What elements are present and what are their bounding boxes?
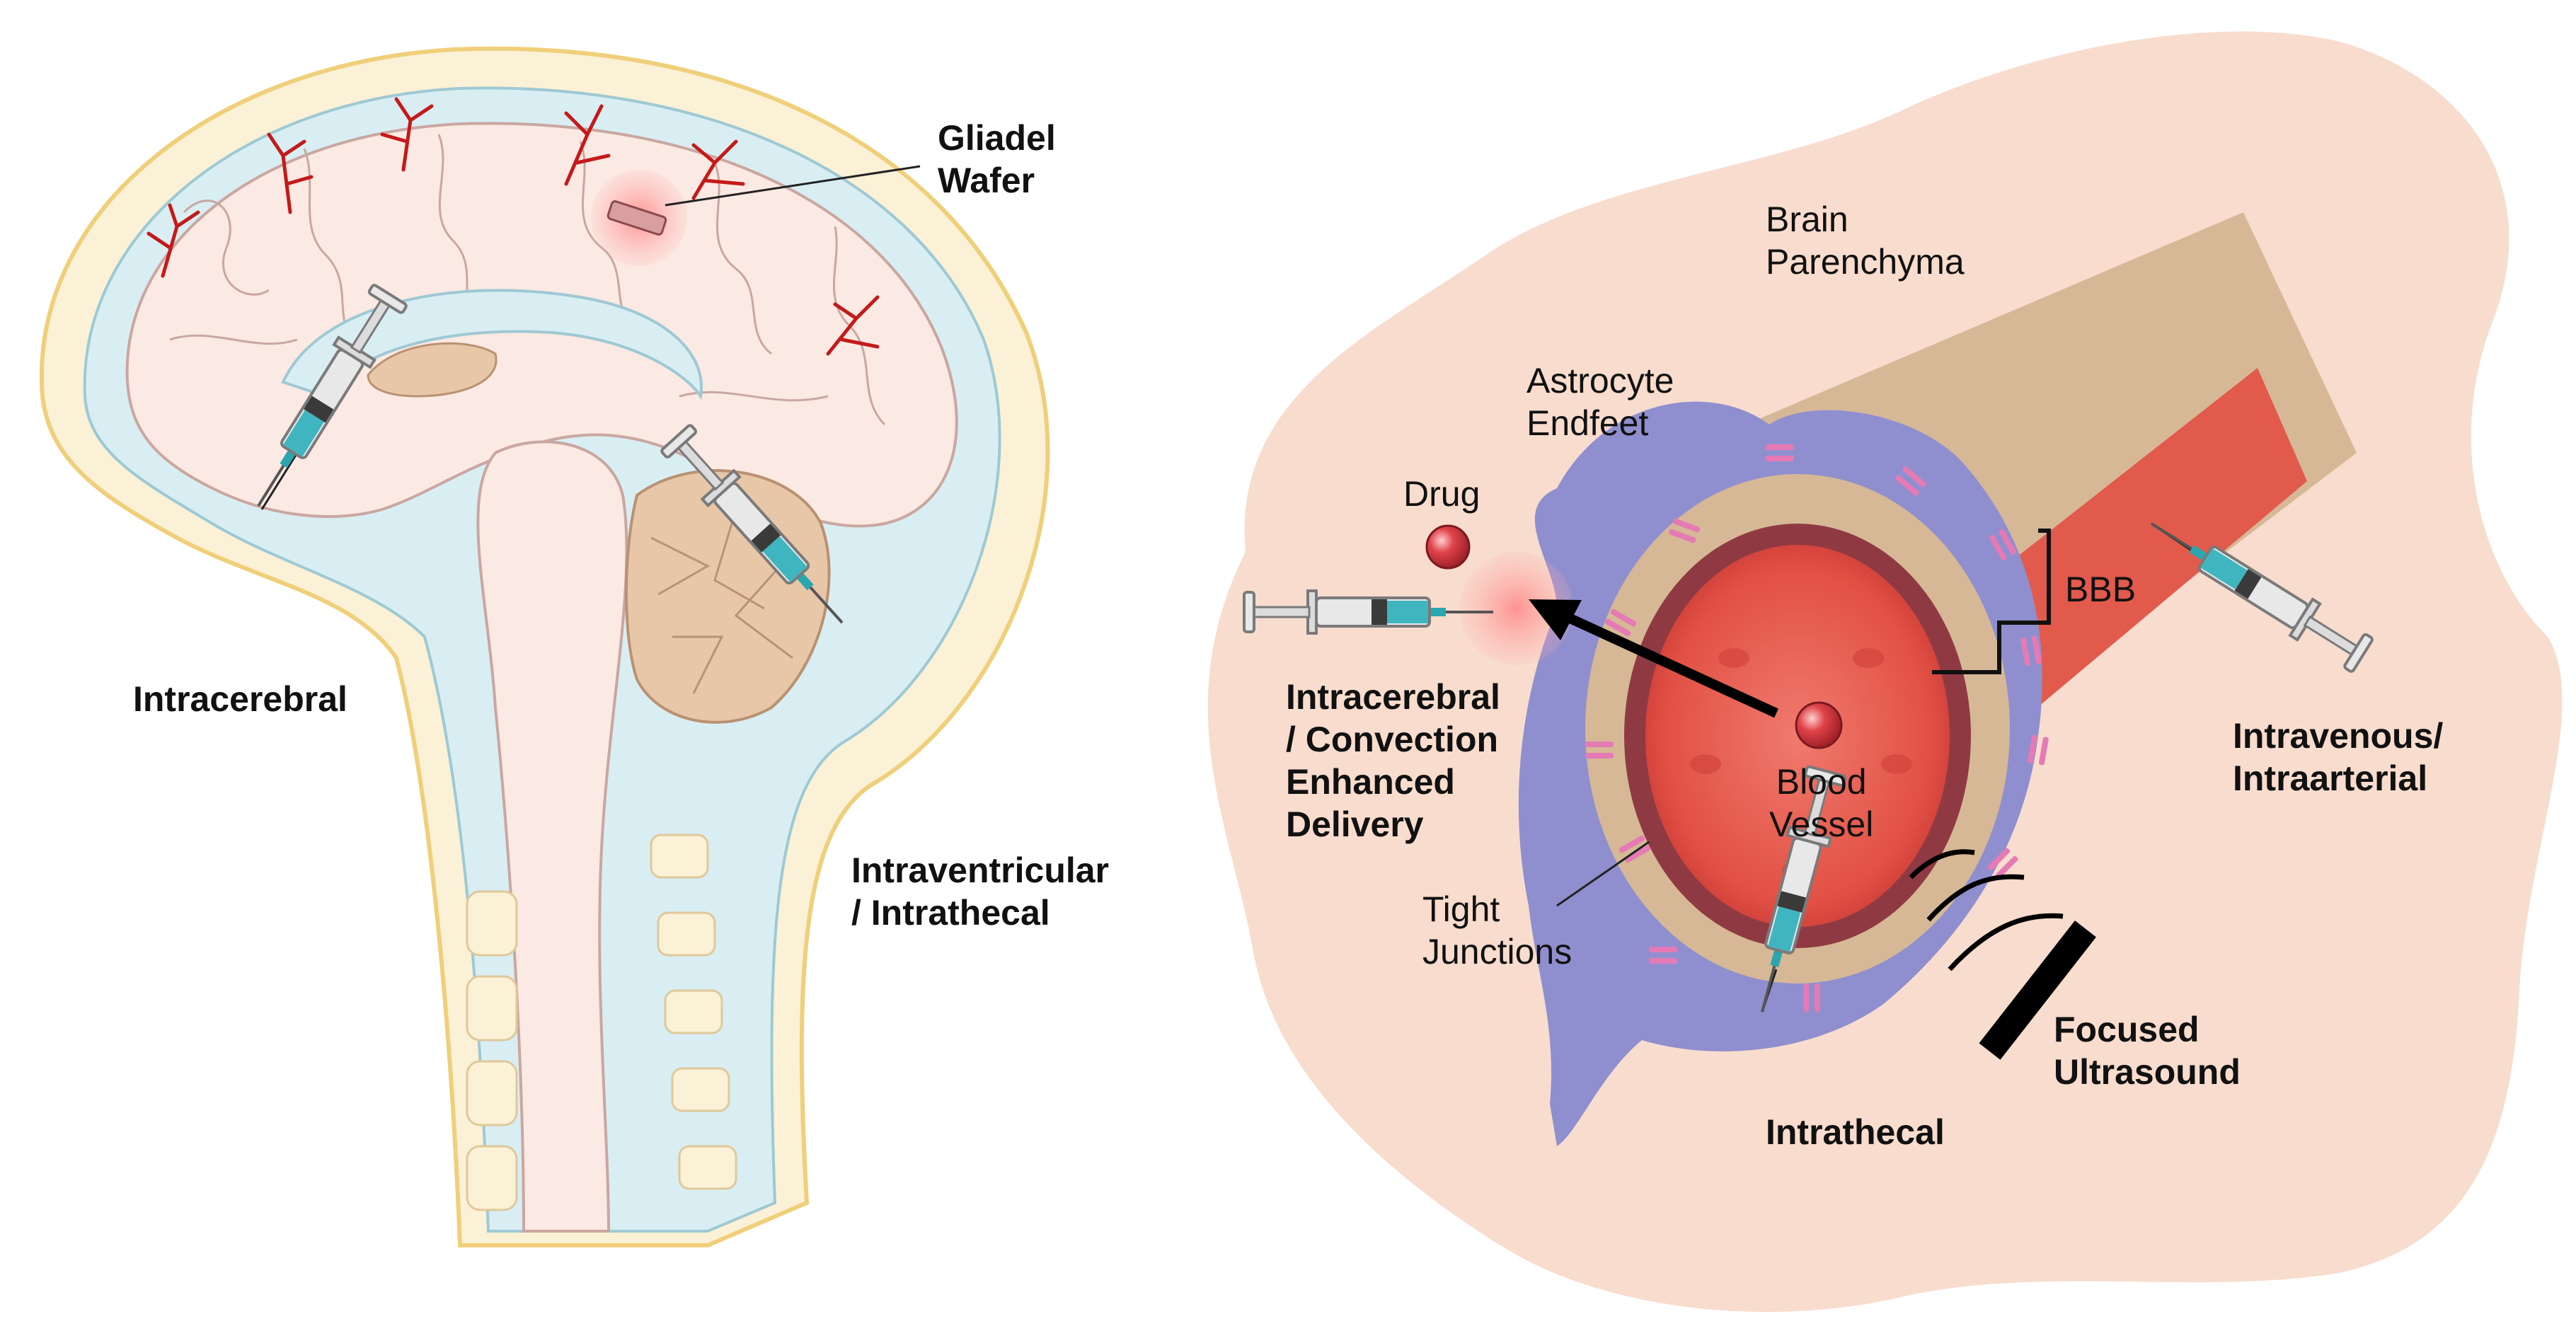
- drug-particle-icon: [1795, 701, 1843, 749]
- thalamus: [367, 342, 498, 398]
- label-bbb: BBB: [2065, 570, 2137, 609]
- label-brain-parenchyma: Brain Parenchyma: [1766, 200, 1965, 282]
- label-intracerebral: Intracerebral: [133, 679, 347, 719]
- label-blood-vessel: Blood Vessel: [1769, 762, 1874, 844]
- diffusion-arrow: [1562, 611, 1778, 718]
- drug-particle-icon: [1425, 524, 1471, 570]
- gliadel-wafer-icon: [606, 200, 667, 236]
- cortical-arteries: [146, 97, 880, 356]
- label-drug: Drug: [1403, 474, 1480, 514]
- brainstem: [476, 440, 628, 1233]
- label-focused-ultrasound: Focused Ultrasound: [2054, 1010, 2241, 1092]
- head-sagittal-illustration: [39, 46, 1050, 1247]
- label-tight-junctions: Tight Junctions: [1422, 889, 1572, 971]
- label-intraventricular-intrathecal: Intraventricular / Intrathecal: [851, 850, 1110, 933]
- label-astrocyte-endfeet: Astrocyte Endfeet: [1526, 361, 1674, 443]
- label-intrathecal: Intrathecal: [1766, 1112, 1945, 1152]
- label-intravenous-intraarterial: Intravenous/ Intraarterial: [2233, 716, 2444, 798]
- vessel-lumen: [1645, 545, 1950, 927]
- drug-glow: [1460, 552, 1573, 665]
- ultrasound-probe-icon: [1979, 921, 2096, 1060]
- label-gliadel-wafer: Gliadel Wafer: [938, 118, 1056, 200]
- corpus-callosum: [281, 289, 703, 400]
- neurovascular-unit-illustration: [1207, 31, 2563, 1313]
- vertebrae: [466, 834, 737, 1211]
- ultrasound-wave-icon: [1909, 849, 2064, 971]
- label-intracerebral-ced: Intracerebral / Convection Enhanced Deli…: [1286, 677, 1500, 844]
- tight-junctions: [1585, 444, 2049, 1012]
- bbb-bracket: [1932, 529, 2051, 674]
